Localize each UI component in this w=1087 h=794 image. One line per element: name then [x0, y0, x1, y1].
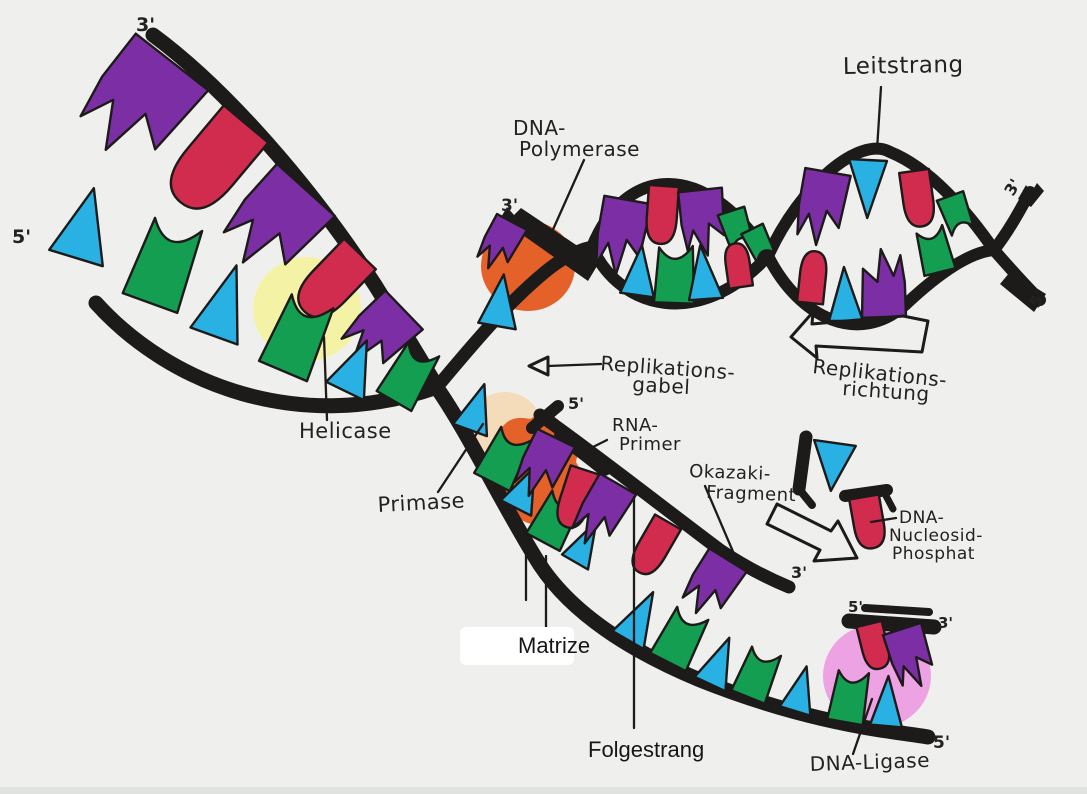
- free-nucleotide-nub-red: [880, 488, 897, 513]
- nucleotide-cyan-tri: [847, 157, 889, 220]
- free-nucleotide-tail-cyan: [795, 485, 816, 509]
- label-rna-primer-line2: Primer: [619, 434, 681, 455]
- prime-mark: 5': [568, 394, 584, 413]
- label-folgestrang: Folgestrang: [588, 737, 704, 762]
- nucleotide-green-arch: [915, 223, 957, 278]
- nucleotide-green-arch: [826, 669, 871, 727]
- nucleotide-green-arch: [257, 293, 335, 383]
- label-primase: Primase: [377, 488, 466, 517]
- nucleotide-cyan-tri: [687, 244, 725, 302]
- correction-patch: [460, 627, 574, 665]
- okazaki-pointer: [703, 484, 739, 563]
- nucleotide-green-arch: [121, 216, 204, 315]
- label-nucleosid-line1: DNA-: [899, 508, 944, 528]
- nucleotide-red-pill: [724, 242, 755, 290]
- prime-marks: 3'5'3'3'5'5'3'5'3'5': [12, 14, 1050, 753]
- prime-mark: 5': [12, 226, 31, 248]
- nucleotide-cyan-tri: [451, 382, 489, 438]
- strand-end-notch: [1018, 183, 1044, 207]
- nucleotide-green-arch: [375, 340, 441, 413]
- nucleotide-cyan-tri: [189, 264, 239, 346]
- nucleotide-purple-flag: [881, 621, 934, 688]
- nucleotide-purple-flag: [570, 472, 638, 545]
- free-nucleotide-cap-cyan: [792, 430, 813, 496]
- nucleotide-purple-flag: [513, 427, 577, 498]
- replication-direction-arrow: [789, 310, 930, 360]
- lagging-template-strand: [429, 380, 936, 745]
- fork-arrow-head: [527, 355, 550, 377]
- label-okazaki-line1: Okazaki-: [689, 461, 771, 485]
- label-dna-ligase: DNA-Ligase: [809, 748, 930, 776]
- strand-end-wedge: [1000, 272, 1046, 312]
- nucleotide-purple-flag: [79, 32, 210, 152]
- label-matrize: Matrize: [518, 633, 590, 658]
- label-nucleosid-line3: Phosphat: [892, 544, 975, 564]
- prime-mark: 3': [136, 14, 155, 36]
- primer-end-cap: [526, 400, 564, 434]
- nucleotide-purple-flag: [476, 212, 529, 270]
- helicase-pointer: [322, 335, 329, 422]
- prime-mark: 3': [791, 563, 807, 582]
- label-dna-polymerase-line1: DNA-: [513, 116, 566, 140]
- nucleotide-purple-flag: [681, 547, 748, 615]
- label-rna-primer-line1: RNA-: [612, 415, 658, 436]
- nucleotide-cyan-tri: [868, 674, 904, 729]
- ligase-pointer: [851, 697, 874, 756]
- arrows: [527, 310, 930, 563]
- nucleotide-cyan-tri: [693, 636, 731, 693]
- nucleotide-red-pill: [848, 493, 886, 550]
- fork-arrow-shaft: [546, 362, 603, 368]
- label-leitstrang: Leitstrang: [843, 52, 964, 80]
- leader-lines: [322, 85, 898, 756]
- nucleotide-purple-flag: [222, 162, 337, 266]
- parental-strand-top-left: [145, 27, 445, 395]
- label-nucleosid-line2: Nucleosid-: [889, 526, 983, 546]
- prime-mark: 5': [933, 733, 950, 753]
- label-dna-polymerase-line2: Polymerase: [519, 137, 640, 161]
- polymerase-pointer: [549, 158, 586, 236]
- nucleotide-purple-flag: [676, 186, 726, 257]
- nucleotide-purple-flag: [796, 166, 852, 247]
- rna-primer-segment: [554, 428, 612, 476]
- nucleotide-cyan-tri: [778, 665, 812, 717]
- leitstrang-pointer: [875, 85, 883, 152]
- nucleotide-cyan-tri: [48, 186, 104, 268]
- nucleotide-red-pill: [645, 183, 681, 246]
- prime-mark: 3': [938, 614, 953, 632]
- prime-mark: 3': [501, 196, 518, 216]
- nucleotide-green-arch: [652, 244, 696, 305]
- label-okazaki-line2: Fragment: [706, 482, 797, 506]
- nucleotide-red-pill: [297, 237, 378, 319]
- nucleotide-cyan-tri: [324, 339, 369, 402]
- ligase-fragment-cap-top: [861, 604, 933, 616]
- rna-primer-pointer: [587, 438, 609, 451]
- nucleotide-green-arch: [648, 605, 710, 673]
- leading-new-strand-wedge: [500, 207, 600, 281]
- nucleotide-cyan-tri: [611, 590, 655, 651]
- nucleotide-bases: [48, 32, 975, 729]
- nucleosid-pointer: [869, 516, 898, 524]
- free-nucleotide-cap-red: [839, 484, 893, 502]
- nucleotide-purple-flag: [860, 247, 908, 319]
- nucleotide-cyan-tri: [618, 244, 656, 299]
- nucleotide-cyan-tri: [813, 438, 857, 493]
- nucleotide-red-pill: [795, 250, 828, 306]
- nucleotide-red-pill: [169, 104, 270, 210]
- label-replikationsgabel-line2: gabel: [632, 372, 691, 399]
- nucleotide-cyan-tri: [477, 273, 517, 331]
- nucleotide-green-arch: [935, 190, 975, 237]
- nucleotide-green-arch: [740, 222, 776, 264]
- nucleoside-supply-arrow: [765, 502, 859, 563]
- parental-strand-bottom-left: [88, 295, 445, 414]
- scan-edge: [0, 787, 1087, 794]
- label-helicase: Helicase: [299, 419, 392, 443]
- nucleotide-green-arch: [730, 645, 783, 705]
- primase-pointer: [436, 422, 485, 494]
- prime-mark: 5': [848, 598, 863, 616]
- nucleotide-red-pill: [897, 167, 935, 228]
